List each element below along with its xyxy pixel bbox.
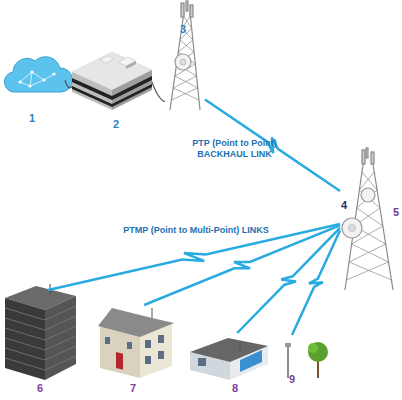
wireless-link [292, 231, 340, 335]
tower-icon [342, 148, 393, 290]
cloud-icon [4, 57, 72, 92]
office-building-icon [5, 284, 76, 380]
cloud-node: 1 [5, 55, 65, 97]
data-center-icon [72, 52, 152, 110]
callout-number: 4 [324, 199, 364, 211]
wireless-link [48, 224, 340, 290]
cable-link [65, 80, 72, 88]
callout-number: 7 [113, 382, 153, 394]
callout-number: 2 [96, 118, 136, 130]
callout-number: 8 [215, 382, 255, 394]
data-center-node: 2 [72, 48, 152, 110]
link-label: PTMP (Point to Multi-Point) LINKS [123, 225, 268, 236]
cable-link [152, 82, 165, 102]
building-node: 6 [5, 290, 77, 380]
wireless-link [237, 228, 340, 333]
house-node: 7 [95, 305, 177, 380]
tower-icon [170, 1, 200, 110]
callout-number: 3 [163, 23, 203, 35]
callout-number: 9 [272, 373, 312, 385]
shop-node: 8 [188, 333, 270, 380]
callout-number: 5 [376, 206, 402, 218]
shop-icon [190, 338, 268, 380]
tower-node: 3 [165, 8, 205, 112]
wireless-link [144, 225, 340, 305]
house-icon [98, 308, 174, 378]
street-node: 9 [282, 335, 332, 380]
link-label: PTP (Point to Point) BACKHAUL LINK [179, 138, 291, 160]
callout-number: 1 [12, 112, 52, 124]
callout-number: 6 [20, 382, 60, 394]
streetlight-and-tree-icon [285, 342, 328, 378]
tower-node: 45 [340, 158, 395, 290]
